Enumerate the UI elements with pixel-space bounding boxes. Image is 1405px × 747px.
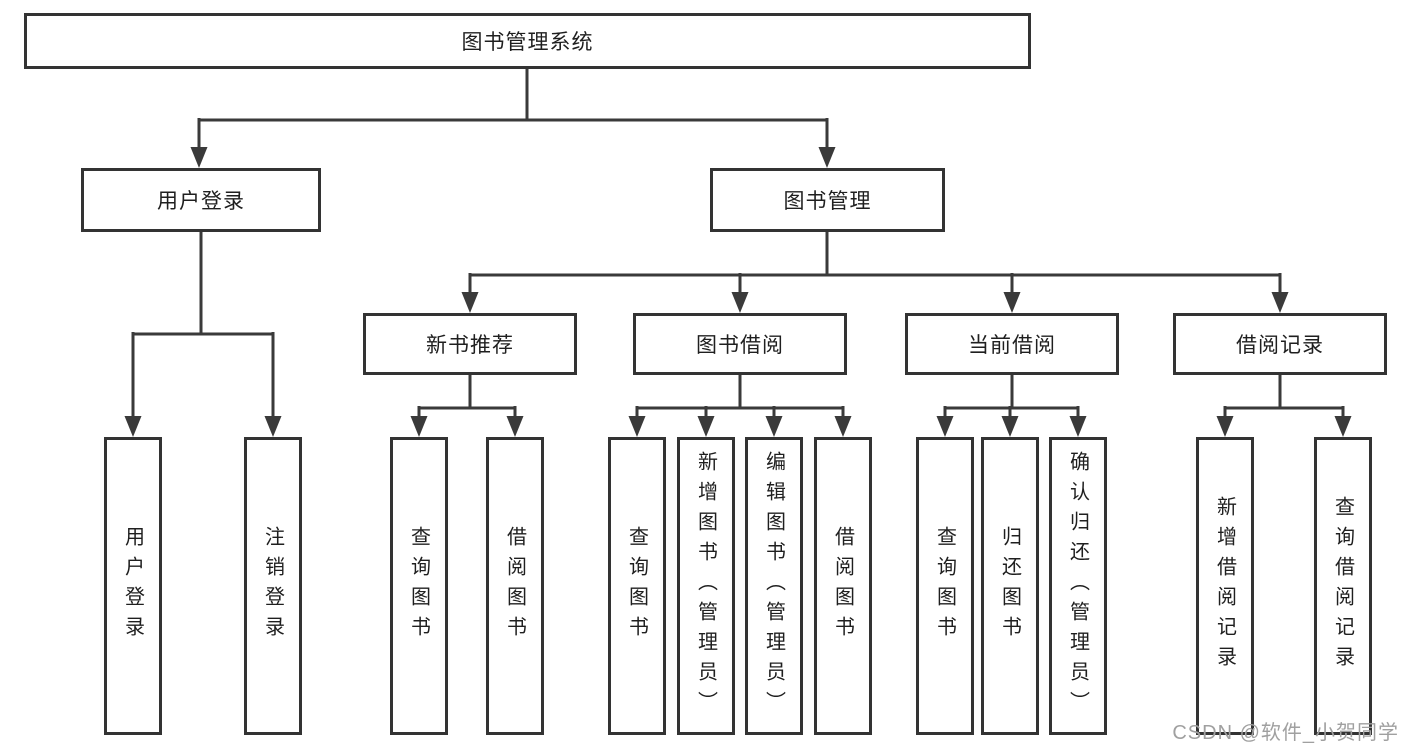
leaf-logout: 注销登录 [244,437,302,735]
leaf-label: 编辑图书（管理员） [762,451,785,721]
leaf-label: 查询图书 [625,526,648,646]
leaf-label: 查询图书 [407,526,430,646]
leaf-confirm-return-admin: 确认归还（管理员） [1049,437,1107,735]
leaf-edit-books-admin: 编辑图书（管理员） [745,437,803,735]
leaf-user-login: 用户登录 [104,437,162,735]
node-borrowing-records: 借阅记录 [1173,313,1387,375]
leaf-borrow-books: 借阅图书 [814,437,872,735]
leaf-label: 借阅图书 [831,526,854,646]
leaf-label: 借阅图书 [503,526,526,646]
leaf-add-borrow-record: 新增借阅记录 [1196,437,1254,735]
node-book-borrowing: 图书借阅 [633,313,847,375]
leaf-label: 归还图书 [998,526,1021,646]
leaf-label: 查询借阅记录 [1331,496,1354,676]
leaf-label: 新增图书（管理员） [694,451,717,721]
leaf-label: 确认归还（管理员） [1066,451,1089,721]
leaf-label: 用户登录 [121,526,144,646]
leaf-label: 注销登录 [261,526,284,646]
leaf-borrow-books: 借阅图书 [486,437,544,735]
leaf-query-books: 查询图书 [916,437,974,735]
leaf-add-books-admin: 新增图书（管理员） [677,437,735,735]
node-library-management-system: 图书管理系统 [24,13,1031,69]
node-new-book-recommend: 新书推荐 [363,313,577,375]
leaf-label: 新增借阅记录 [1213,496,1236,676]
leaf-query-books: 查询图书 [608,437,666,735]
leaf-query-borrow-record: 查询借阅记录 [1314,437,1372,735]
node-user-login: 用户登录 [81,168,321,232]
csdn-watermark: CSDN @软件_小贺同学 [1172,722,1399,744]
node-book-management: 图书管理 [710,168,945,232]
leaf-return-books: 归还图书 [981,437,1039,735]
node-current-borrowing: 当前借阅 [905,313,1119,375]
leaf-query-books: 查询图书 [390,437,448,735]
leaf-label: 查询图书 [933,526,956,646]
